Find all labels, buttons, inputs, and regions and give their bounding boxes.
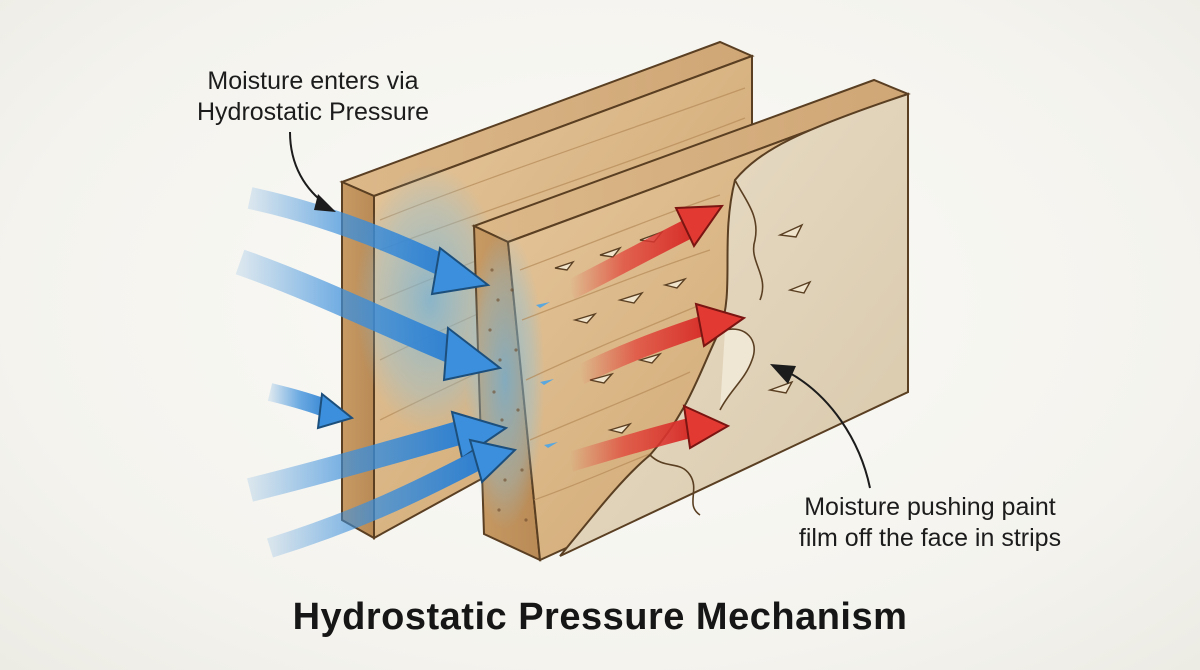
end-grain-dots xyxy=(488,268,528,522)
diagram-title: Hydrostatic Pressure Mechanism xyxy=(292,596,908,638)
water-droplets xyxy=(536,302,558,448)
label-line: Moisture enters via xyxy=(207,67,419,95)
moisture-arrow xyxy=(267,438,518,558)
label-line: Hydrostatic Pressure xyxy=(196,98,430,126)
callout-pointer-top xyxy=(289,131,336,212)
peeling-strip xyxy=(719,328,755,411)
label-line: Moisture pushing paint xyxy=(804,493,1056,521)
pressure-arrow xyxy=(575,302,747,384)
pressure-arrow xyxy=(565,204,724,299)
moisture-arrow xyxy=(235,249,503,382)
paint-peel-label: Moisture pushing paint film off the face… xyxy=(770,492,1090,554)
front-board-grain xyxy=(519,194,721,501)
moisture-arrow xyxy=(247,187,491,296)
moisture-entry-label: Moisture enters via Hydrostatic Pressure xyxy=(178,66,448,128)
front-wet-stain xyxy=(465,230,545,530)
callout-pointer-bottom xyxy=(770,364,871,489)
pressure-arrow xyxy=(567,404,731,472)
moisture-arrow xyxy=(267,383,355,430)
peeling-strip xyxy=(649,454,701,516)
label-line: film off the face in strips xyxy=(798,524,1062,552)
pressure-arrows xyxy=(565,204,747,472)
peeling-strip xyxy=(734,179,764,301)
moisture-arrows xyxy=(235,187,518,558)
